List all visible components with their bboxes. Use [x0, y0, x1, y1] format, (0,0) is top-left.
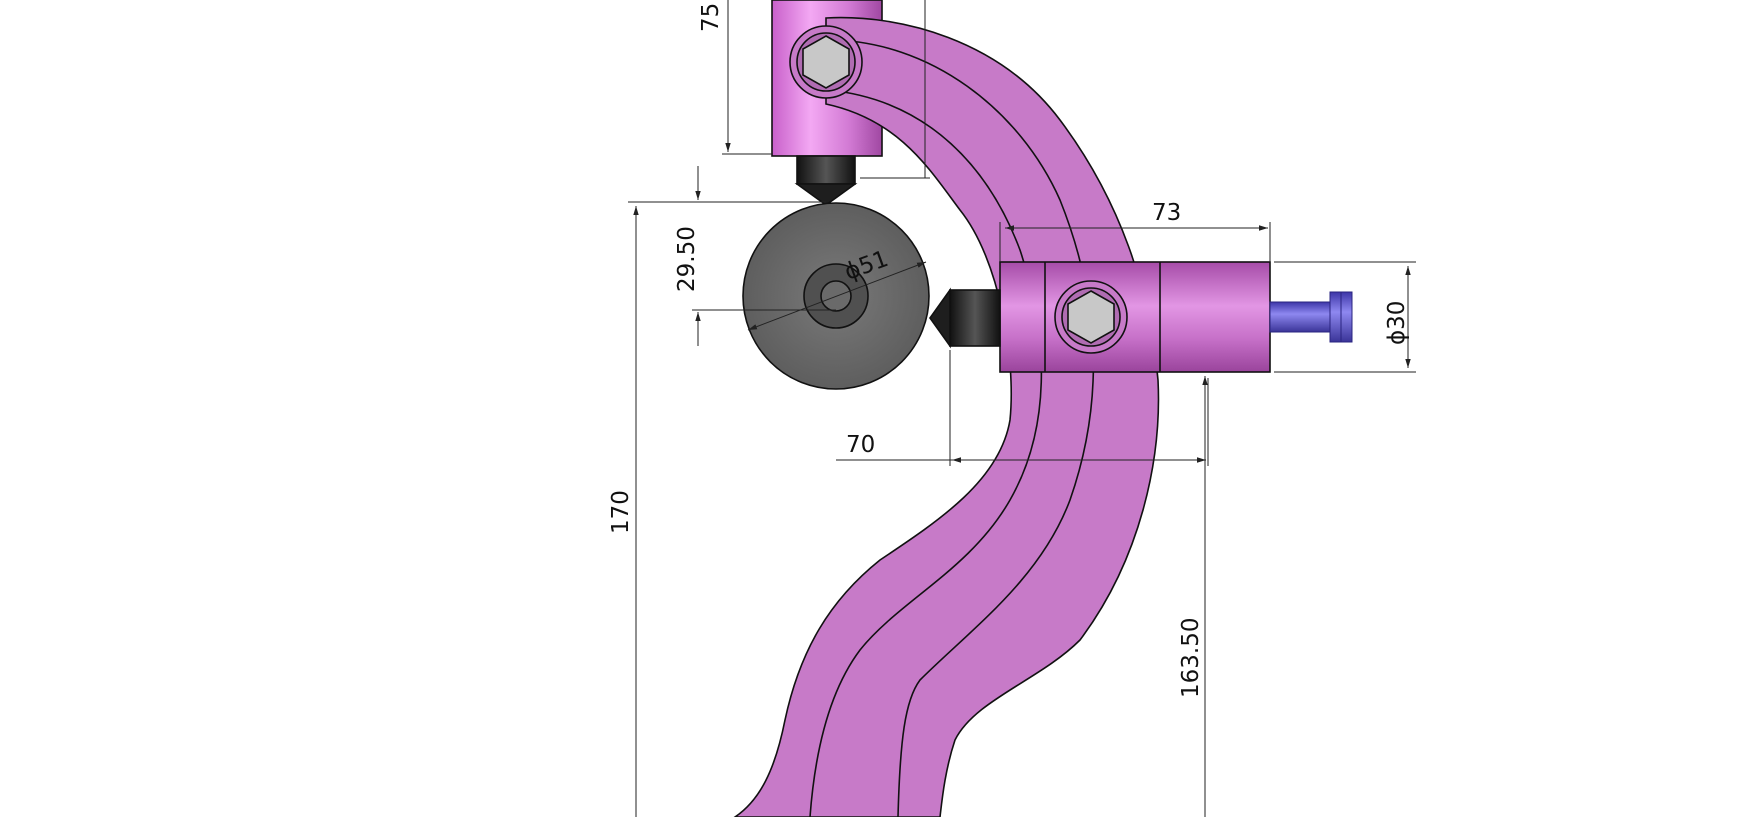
dim-label-lower-height: 163.50 [1178, 618, 1204, 698]
dim-label-side-length: 73 [1152, 200, 1181, 226]
adjust-screw [1269, 291, 1353, 343]
dim-total-height: 170 [608, 201, 798, 817]
dim-lower-height: 163.50 [1178, 376, 1208, 817]
dim-tip-reach: 70 [836, 350, 1209, 466]
dim-label-top-length: 75 [698, 3, 724, 32]
dim-cylinder-diameter: ϕ30 [1274, 261, 1416, 373]
dim-label-total-height: 170 [608, 490, 634, 534]
side-tip [929, 287, 1001, 349]
dim-label-cylinder-diameter: ϕ30 [1384, 301, 1410, 345]
side-cylinder [999, 261, 1271, 373]
dim-label-tip-reach: 70 [846, 432, 875, 458]
top-tip [794, 155, 858, 206]
bolt-head-side [1054, 280, 1128, 354]
dim-top-length: 75 [698, 0, 930, 179]
dim-side-length: 73 [999, 200, 1271, 262]
dim-label-wheel-offset: 29.50 [674, 226, 700, 292]
bolt-head-top [789, 25, 863, 99]
